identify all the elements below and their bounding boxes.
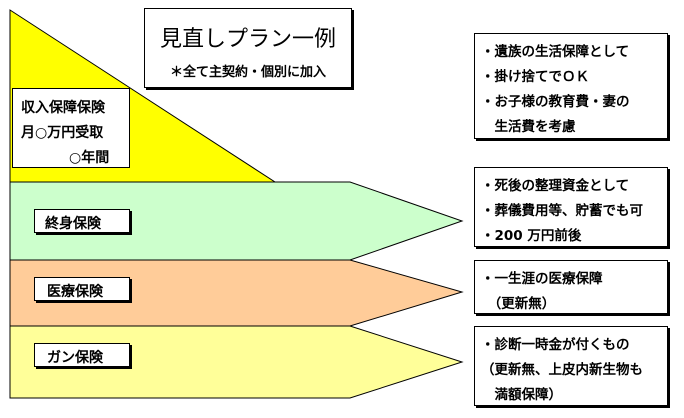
cancer-note-line: ・診断一時金が付くもの (481, 337, 630, 353)
medical-note-box: ・一生涯の医療保障 （更新無） (474, 260, 668, 314)
income-insurance-period: ○年間 (69, 150, 110, 166)
income-note-line: ・遺族の生活保障として (481, 44, 630, 60)
cancer-label: ガン保険 (34, 343, 130, 367)
diagram-subtitle: ＊全て主契約・個別に加入 (169, 65, 326, 80)
medical-band (9, 259, 464, 327)
whole-life-note-line: ・葬儀費用等、貯蓄でも可 (481, 203, 643, 219)
income-note-line: ・お子様の教育費・妻の (481, 94, 630, 110)
whole-life-note-line: ・200 万円前後 (481, 228, 582, 244)
medical-note-line: ・一生涯の医療保障 (481, 271, 603, 287)
income-insurance-name: 収入保障保険 (21, 100, 105, 116)
whole-life-note-line: ・死後の整理資金として (481, 178, 630, 194)
income-note-line: 生活費を考慮 (481, 119, 576, 135)
whole-life-note-box: ・死後の整理資金として ・葬儀費用等、貯蓄でも可 ・200 万円前後 (474, 167, 668, 247)
income-note-line: ・掛け捨てでＯＫ (481, 69, 589, 85)
cancer-note-line: （更新無、上皮内新生物も (481, 362, 643, 378)
income-insurance-amount: 月○万円受取 (21, 125, 104, 141)
medical-note-line: （更新無） (481, 296, 556, 312)
title-box: 見直しプラン一例 ＊全て主契約・個別に加入 (144, 8, 352, 88)
whole-life-band (9, 181, 464, 261)
medical-label: 医療保険 (34, 277, 130, 301)
income-note-box: ・遺族の生活保障として ・掛け捨てでＯＫ ・お子様の教育費・妻の 生活費を考慮 (474, 33, 668, 139)
diagram-title: 見直しプラン一例 (159, 27, 336, 52)
cancer-note-box: ・診断一時金が付くもの （更新無、上皮内新生物も 満額保障） (474, 326, 668, 406)
income-insurance-label: 収入保障保険 月○万円受取 ○年間 (12, 88, 130, 168)
cancer-note-line: 満額保障） (481, 387, 562, 403)
whole-life-label: 終身保険 (34, 209, 130, 233)
